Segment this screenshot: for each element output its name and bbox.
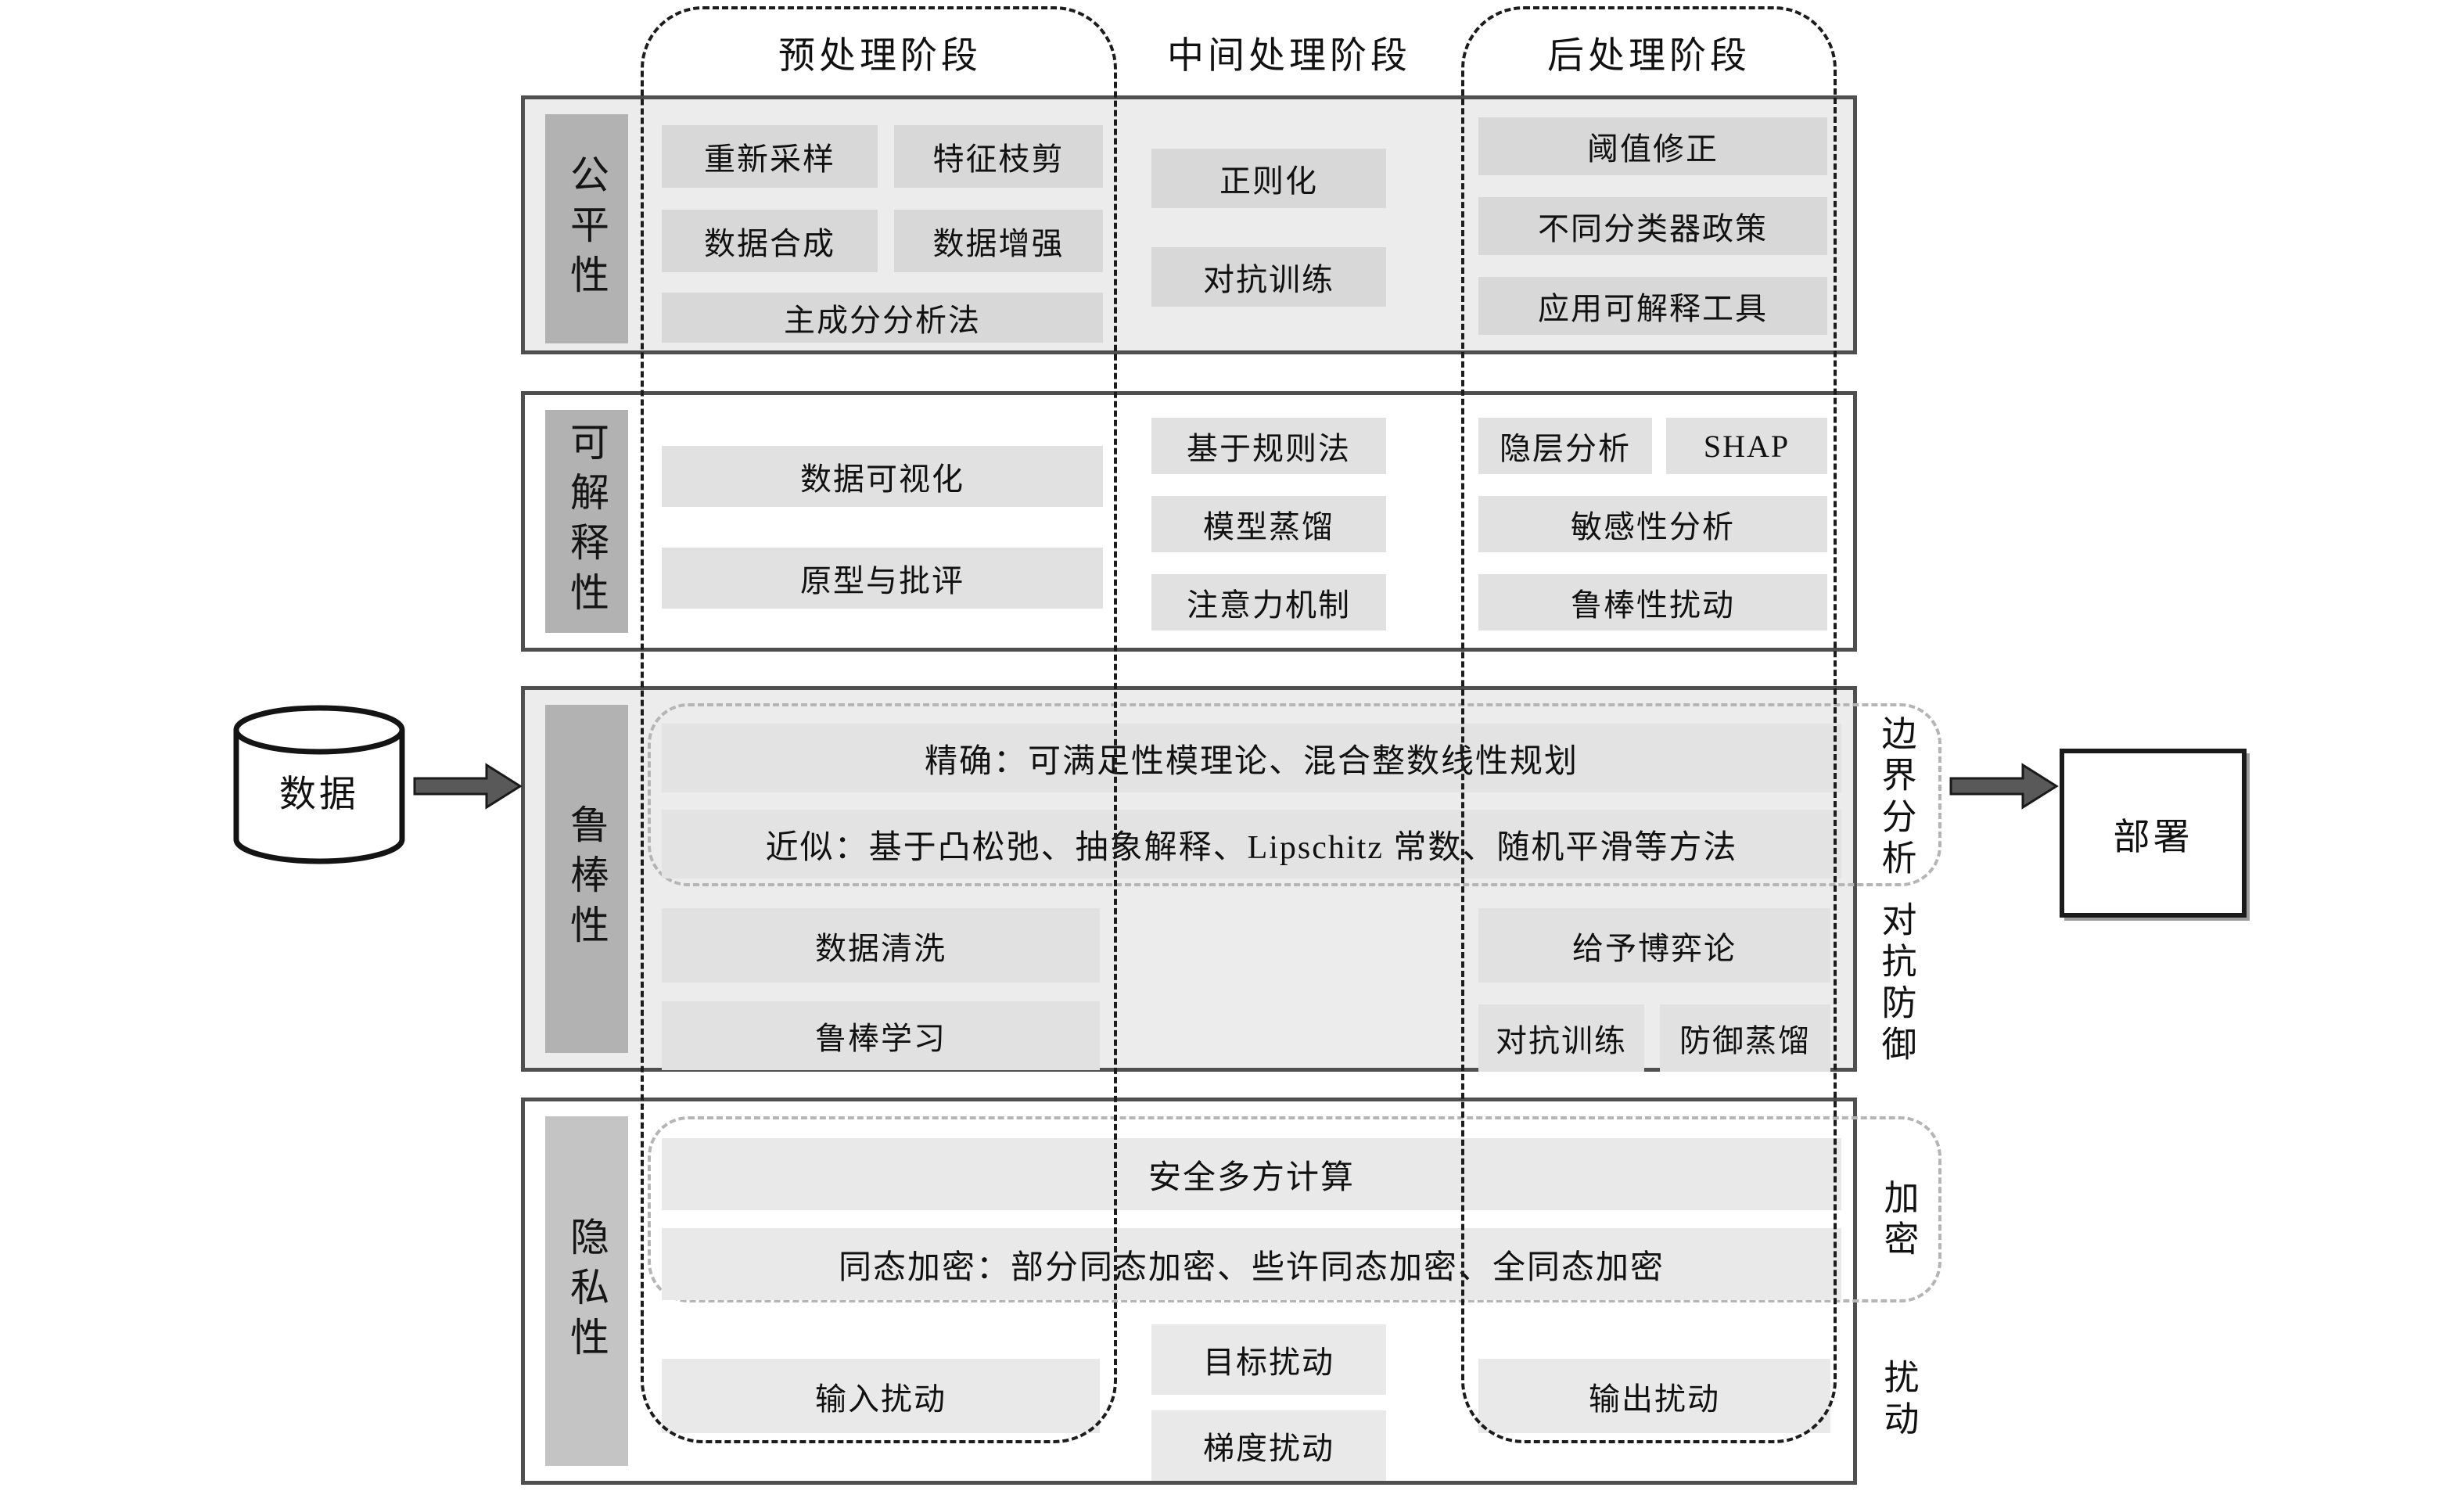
category-interpretability: 可解释性 bbox=[545, 410, 628, 633]
method-box: 主成分分析法 bbox=[662, 293, 1103, 343]
method-box: 对抗训练 bbox=[1478, 1004, 1644, 1072]
stage-header-preprocessing: 预处理阶段 bbox=[778, 35, 982, 77]
method-box: 原型与批评 bbox=[662, 548, 1103, 609]
deploy-box: 部署 bbox=[2060, 749, 2247, 918]
category-fairness: 公平性 bbox=[545, 114, 628, 343]
method-box: 给予博弈论 bbox=[1478, 908, 1830, 983]
method-box: 数据增强 bbox=[894, 210, 1103, 272]
method-bar: 近似：基于凸松弛、抽象解释、Lipschitz 常数、随机平滑等方法 bbox=[662, 810, 1841, 878]
side-label-adversarial-defense: 对抗防御 bbox=[1876, 900, 1916, 1067]
method-box: 梯度扰动 bbox=[1151, 1410, 1386, 1481]
method-box: 数据合成 bbox=[662, 210, 878, 272]
method-box: 隐层分析 bbox=[1478, 418, 1652, 474]
method-box: 数据可视化 bbox=[662, 446, 1103, 507]
method-box: 注意力机制 bbox=[1151, 574, 1386, 631]
method-box: 正则化 bbox=[1151, 149, 1386, 208]
stage-header-postprocessing: 后处理阶段 bbox=[1547, 35, 1751, 77]
method-box: 对抗训练 bbox=[1151, 247, 1386, 307]
preprocessing-column-outline bbox=[641, 6, 1117, 1443]
method-box: SHAP bbox=[1666, 418, 1827, 474]
side-label-encryption: 加密 bbox=[1878, 1179, 1918, 1262]
side-label-boundary-analysis: 边界分析 bbox=[1876, 714, 1916, 881]
method-box: 不同分类器政策 bbox=[1478, 197, 1827, 255]
method-box: 输出扰动 bbox=[1478, 1359, 1830, 1433]
data-source-label: 数据 bbox=[279, 774, 359, 815]
method-box: 目标扰动 bbox=[1151, 1324, 1386, 1395]
boundary-analysis-group-outline bbox=[648, 703, 1941, 886]
arrow-right-icon bbox=[413, 760, 523, 812]
method-box: 数据清洗 bbox=[662, 908, 1100, 983]
arrow-right-icon bbox=[1949, 760, 2059, 812]
postprocessing-column-outline bbox=[1461, 6, 1837, 1443]
encryption-group-outline bbox=[648, 1116, 1941, 1302]
method-box: 模型蒸馏 bbox=[1151, 496, 1386, 552]
method-bar: 同态加密：部分同态加密、些许同态加密、全同态加密 bbox=[662, 1228, 1841, 1300]
method-box: 基于规则法 bbox=[1151, 418, 1386, 474]
method-box: 鲁棒性扰动 bbox=[1478, 574, 1827, 631]
method-box: 敏感性分析 bbox=[1478, 496, 1827, 552]
data-cylinder-icon bbox=[225, 699, 413, 872]
method-box: 防御蒸馏 bbox=[1660, 1004, 1830, 1072]
stage-header-intermediate: 中间处理阶段 bbox=[1167, 35, 1411, 77]
method-box: 重新采样 bbox=[662, 125, 878, 188]
method-box: 特征枝剪 bbox=[894, 125, 1103, 188]
method-bar: 精确：可满足性模理论、混合整数线性规划 bbox=[662, 724, 1841, 792]
method-box: 输入扰动 bbox=[662, 1359, 1100, 1433]
method-box: 阈值修正 bbox=[1478, 117, 1827, 175]
category-robustness: 鲁棒性 bbox=[545, 705, 628, 1053]
method-box: 应用可解释工具 bbox=[1478, 277, 1827, 335]
side-label-perturbation: 扰动 bbox=[1878, 1359, 1918, 1442]
method-box: 鲁棒学习 bbox=[662, 1001, 1100, 1070]
method-bar: 安全多方计算 bbox=[662, 1138, 1841, 1210]
category-privacy: 隐私性 bbox=[545, 1116, 628, 1466]
